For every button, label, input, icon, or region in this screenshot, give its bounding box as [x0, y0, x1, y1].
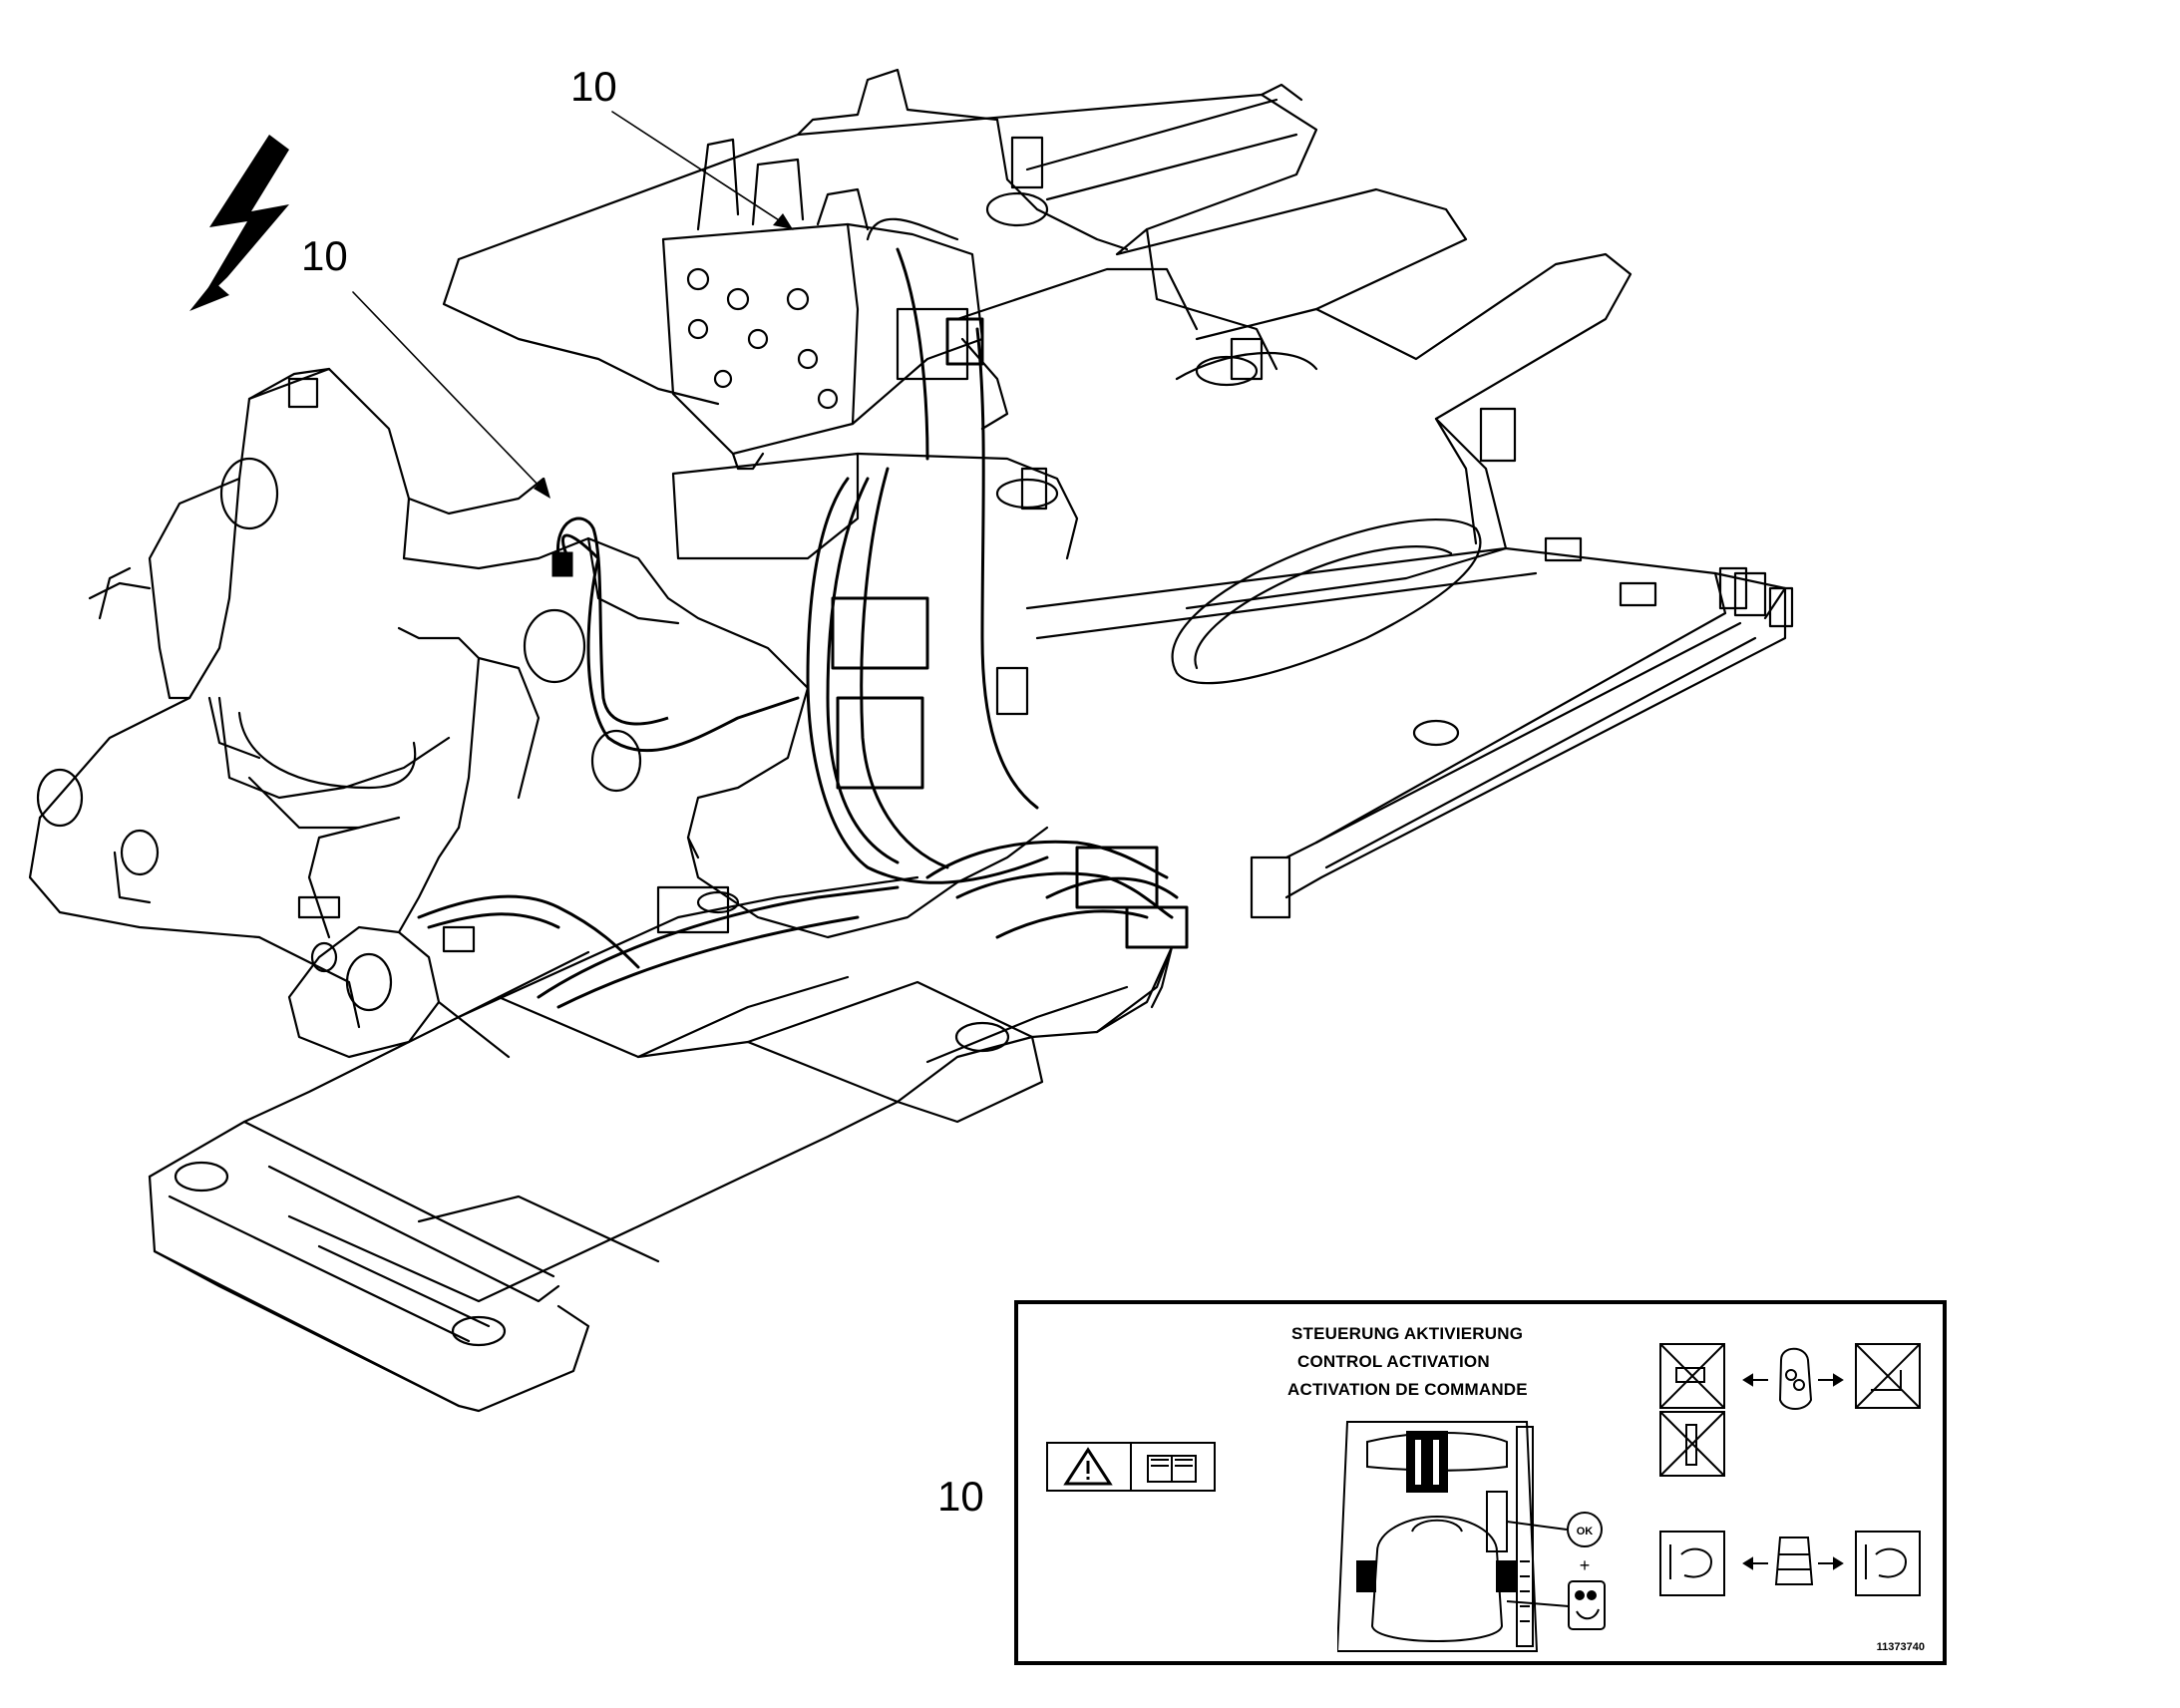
- callout-panel-number: 10: [937, 1473, 984, 1520]
- cab-layout-drawing: OK +: [1337, 1421, 1606, 1652]
- boom-mount-tower: [28, 367, 1049, 1059]
- decal-title-de: STEUERUNG AKTIVIERUNG: [1291, 1324, 1524, 1343]
- hand-activate-left-icon: [1659, 1531, 1725, 1596]
- pedal-arrows-icon: [1742, 1537, 1844, 1585]
- activation-pictograms: [1659, 1343, 1921, 1596]
- hand-lever-crossed-icon: [1855, 1343, 1921, 1409]
- connector-plug: [551, 516, 669, 726]
- upper-platform-frame: [442, 68, 1794, 919]
- open-book-icon: [1147, 1455, 1197, 1483]
- ok-button-label: OK: [1577, 1526, 1594, 1537]
- plus-sign: +: [1580, 1555, 1591, 1575]
- control-activation-decal: STEUERUNG AKTIVIERUNG CONTROL ACTIVATION…: [1014, 1300, 1947, 1665]
- hand-activate-right-icon: [1855, 1531, 1921, 1596]
- callout-top-number: 10: [570, 63, 617, 110]
- hose-routing: [417, 247, 1189, 1009]
- warning-manual-symbols: [1046, 1442, 1216, 1492]
- lever-lock-crossed-icon: [1659, 1343, 1725, 1477]
- leader-arrowheads: [534, 213, 793, 499]
- lightning-arrow-icon: [189, 135, 289, 311]
- decal-part-number: 11373740: [1876, 1641, 1925, 1653]
- decal-title-fr: ACTIVATION DE COMMANDE: [1287, 1380, 1528, 1399]
- warning-triangle-icon: [1063, 1447, 1113, 1486]
- joystick-arrows-icon: [1742, 1347, 1844, 1410]
- callout-leaders: [352, 111, 794, 492]
- control-valve-assembly: [661, 138, 1079, 560]
- decal-title-en: CONTROL ACTIVATION: [1297, 1352, 1490, 1371]
- rear-frame: [148, 875, 1174, 1413]
- callout-left-number: 10: [301, 232, 348, 279]
